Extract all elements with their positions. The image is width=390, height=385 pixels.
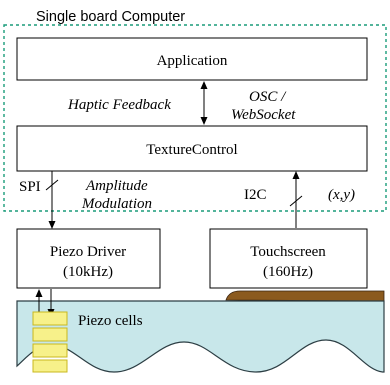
amplitude-label-line2: Modulation	[81, 196, 152, 212]
amplitude-label-line1: Amplitude	[85, 178, 148, 194]
touchscreen-box	[209, 228, 368, 289]
sbc-label: Single board Computer	[36, 9, 185, 25]
spi-bus-slash	[45, 179, 59, 191]
i2c-bus-slash	[289, 195, 303, 207]
piezo-driver-label-line1: Piezo Driver	[50, 244, 126, 260]
piezo-driver-box	[16, 228, 161, 289]
i2c-arrowhead	[292, 171, 300, 179]
haptic-feedback-label: Haptic Feedback	[67, 97, 171, 113]
spi-arrowhead	[48, 221, 56, 229]
piezo-cell	[32, 327, 68, 342]
spi-label: SPI	[19, 179, 41, 195]
sbc-dashed-frame	[3, 24, 387, 212]
app-arrowhead-up	[200, 81, 208, 89]
piezo-cell	[32, 343, 68, 358]
driver-cells-arrowhead-up	[35, 289, 43, 297]
piezo-cell	[32, 359, 68, 373]
i2c-label: I2C	[244, 187, 267, 203]
xy-label: (x,y)	[328, 187, 355, 203]
osc-label-line2: WebSocket	[231, 107, 296, 123]
texturecontrol-label: TextureControl	[146, 142, 237, 158]
texturecontrol-box	[16, 125, 368, 172]
touch-layer	[225, 290, 385, 302]
osc-label-line1: OSC /	[249, 89, 287, 105]
touchscreen-label-line1: Touchscreen	[250, 244, 326, 260]
piezo-cells-label: Piezo cells	[78, 313, 143, 329]
piezo-cell	[32, 311, 68, 326]
fluid-medium	[16, 300, 385, 373]
tc-arrowhead-down	[200, 117, 208, 125]
application-box	[16, 37, 368, 81]
application-label: Application	[157, 53, 228, 69]
piezo-driver-label-line2: (10kHz)	[63, 264, 113, 280]
touchscreen-label-line2: (160Hz)	[263, 264, 313, 280]
piezo-cells-stack	[32, 311, 68, 373]
